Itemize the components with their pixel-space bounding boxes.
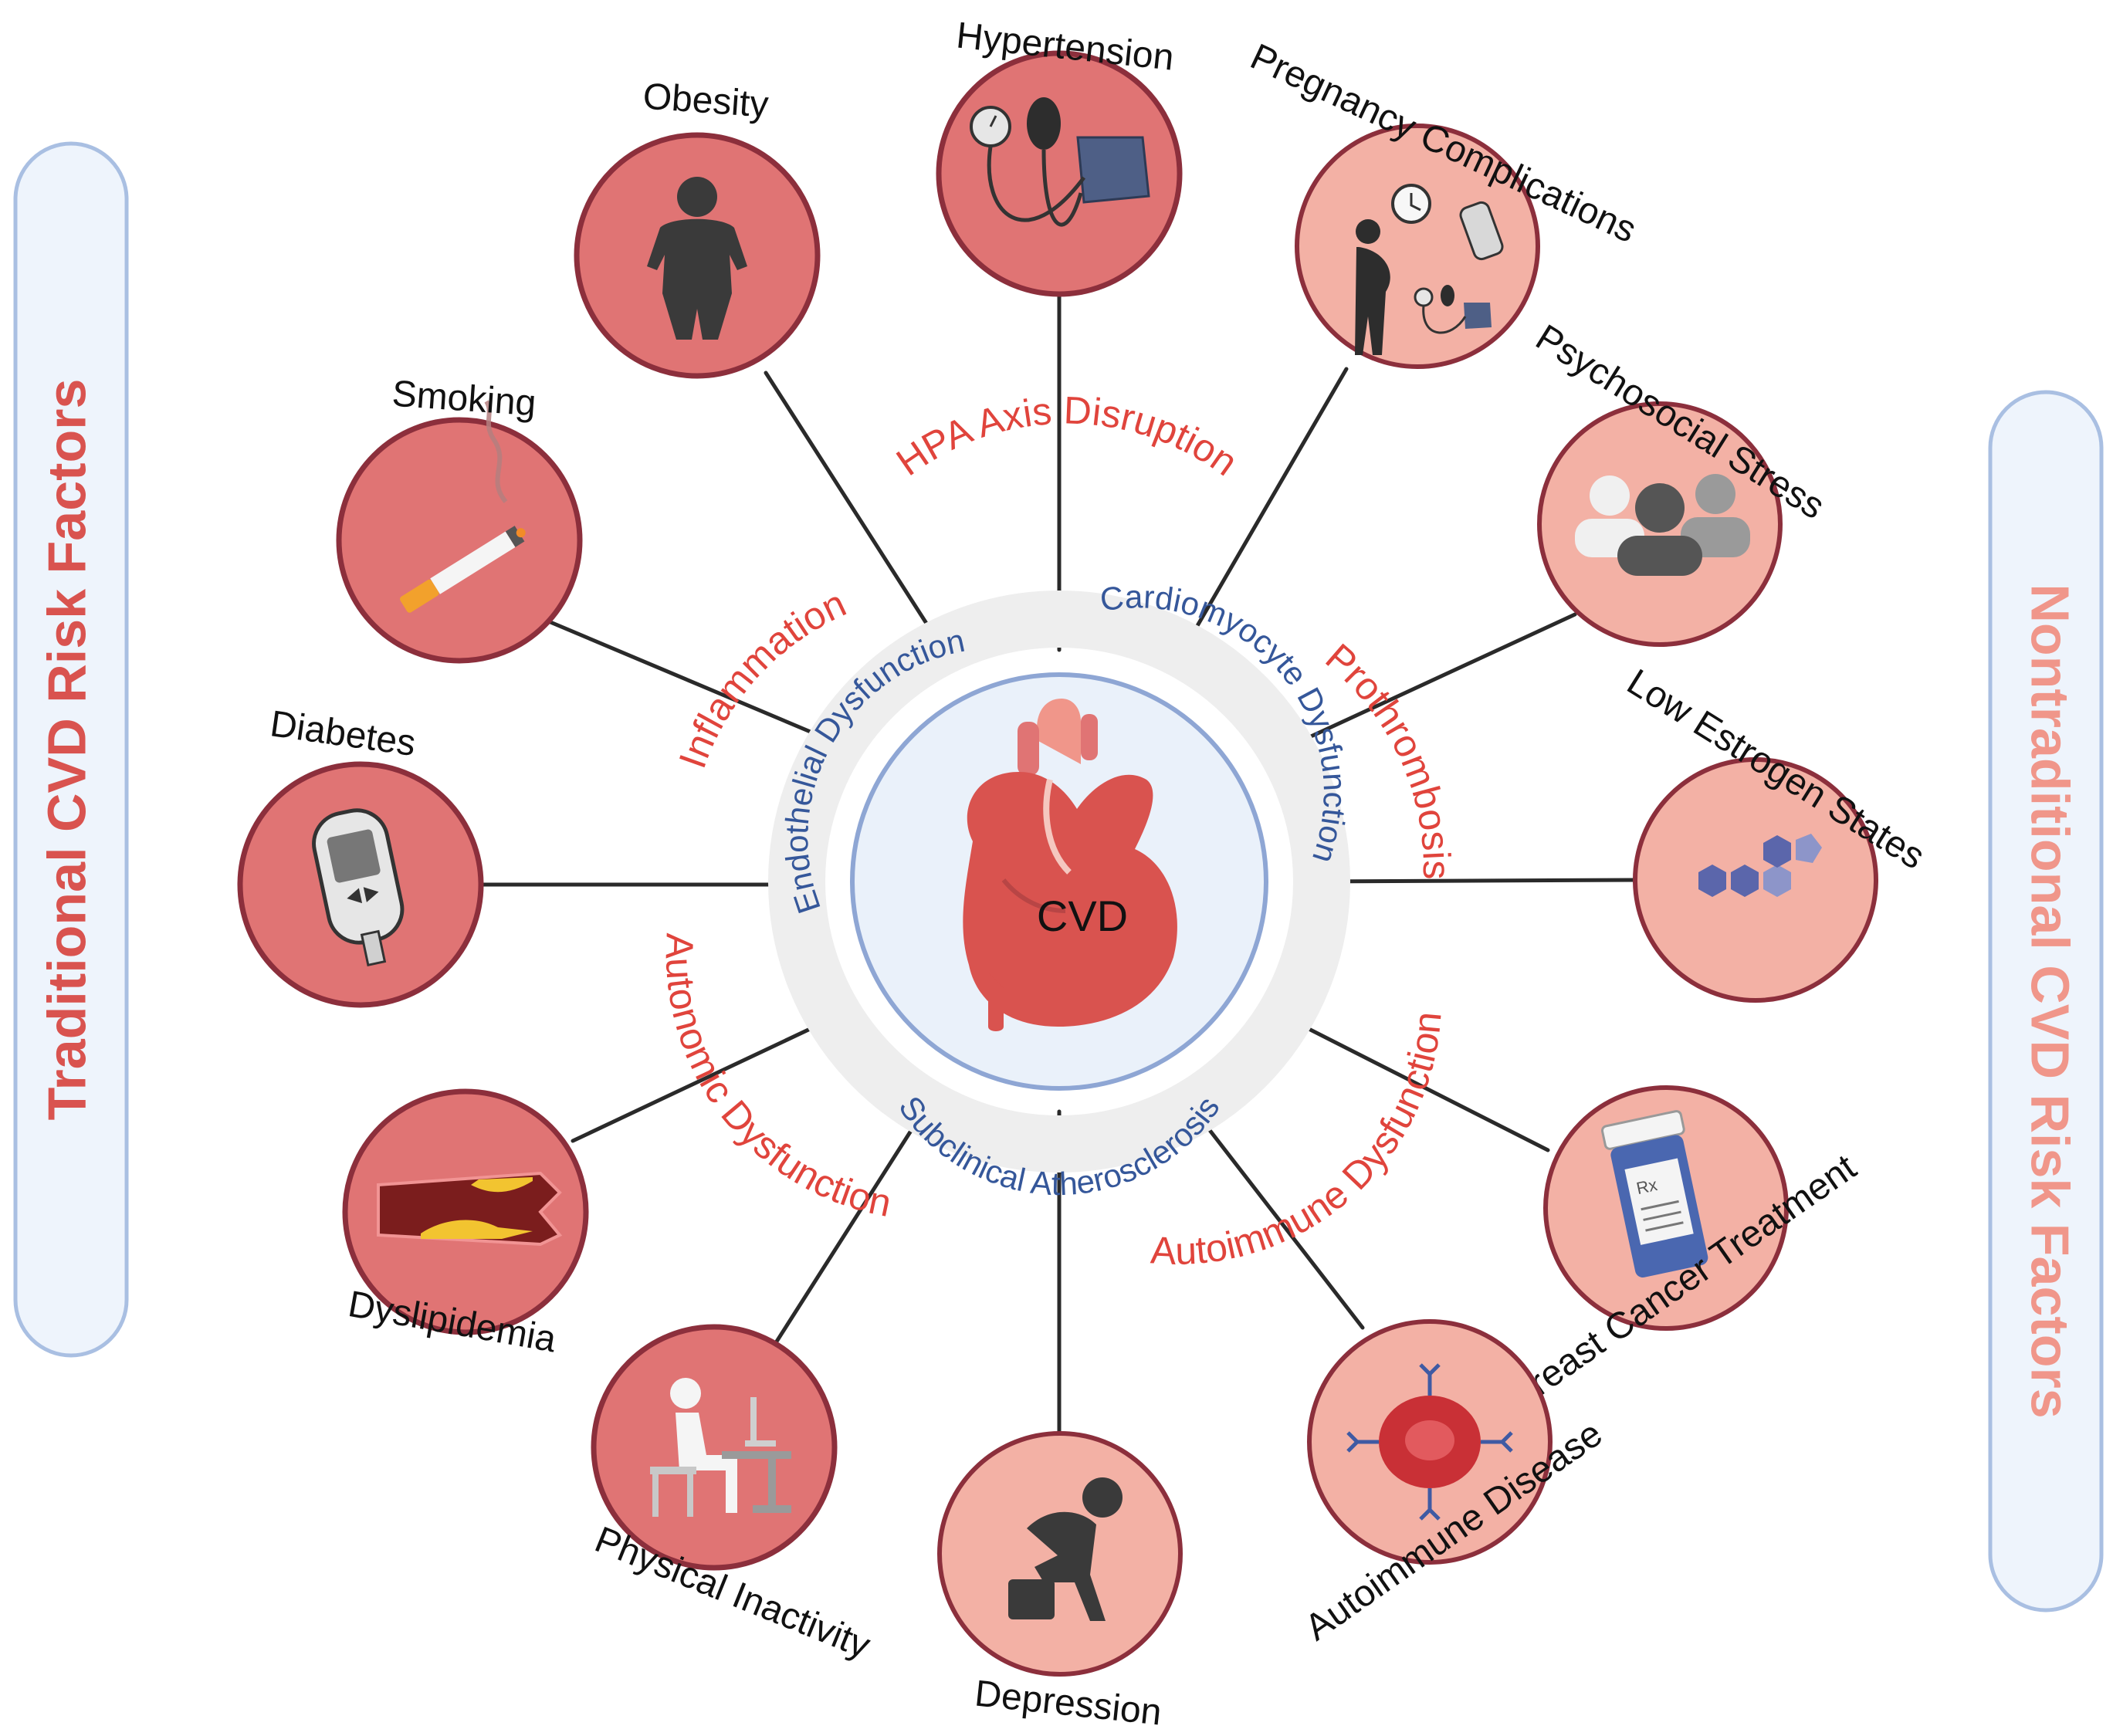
label-depression: Depression xyxy=(973,1673,1163,1734)
line-inactivity xyxy=(767,1086,940,1355)
glucose-meter-icon-large xyxy=(312,808,405,967)
outer-mechanism-hpa: HPA Axis Disruption xyxy=(889,388,1245,484)
line-breast xyxy=(1272,1009,1550,1152)
nontraditional-panel-title: Nontraditional CVD Risk Factors xyxy=(2020,584,2081,1418)
node-breast-cancer: Rx Breast Cancer Treatment xyxy=(1501,1085,1864,1418)
line-dyslipidemia xyxy=(571,1009,850,1143)
nontraditional-panel: Nontraditional CVD Risk Factors xyxy=(1988,390,2104,1612)
pill-bottle-icon: Rx xyxy=(1600,1110,1708,1277)
node-circle-smoking xyxy=(336,417,583,664)
pregnant-person-icon xyxy=(1355,219,1390,355)
node-hypertension: Hypertension xyxy=(936,15,1183,297)
line-obesity xyxy=(764,371,935,635)
sad-person-icon xyxy=(1008,1477,1123,1621)
artery-plaque-icon xyxy=(377,1171,563,1247)
node-pregnancy: Pregnancy Complications xyxy=(1244,36,1642,369)
person-at-desk-icon xyxy=(650,1378,791,1517)
label-obesity: Obesity xyxy=(642,76,770,125)
clock-icon xyxy=(1391,184,1431,224)
cigarette-icon xyxy=(400,400,526,613)
molecule-icon xyxy=(1698,834,1822,897)
svg-text:Rx: Rx xyxy=(1634,1175,1659,1198)
mechanism-ring xyxy=(768,591,1350,1173)
label-diabetes: Diabetes xyxy=(268,703,418,764)
nontraditional-panel-box xyxy=(1988,390,2104,1612)
node-obesity: Obesity xyxy=(574,76,821,379)
line-pregnancy xyxy=(1185,367,1349,645)
heart-icon xyxy=(963,699,1177,1031)
blood-cell-antibody-icon xyxy=(1346,1363,1513,1521)
label-smoking: Smoking xyxy=(391,374,537,425)
center-label: CVD xyxy=(1037,892,1128,940)
node-inactivity: Physical Inactivity xyxy=(589,1324,875,1667)
node-smoking: Smoking xyxy=(336,374,583,664)
node-estrogen: Low Estrogen States xyxy=(1620,662,1932,1003)
traditional-panel-box xyxy=(13,141,129,1358)
line-stress xyxy=(1287,612,1577,749)
node-stress: Psychosocial Stress xyxy=(1529,317,1831,647)
node-depression: Depression xyxy=(937,1431,1183,1734)
node-diabetes: Diabetes xyxy=(237,703,484,1008)
blood-pressure-cuff-icon xyxy=(970,97,1150,227)
obese-person-icon xyxy=(647,177,747,340)
line-estrogen xyxy=(1308,878,1637,884)
traditional-panel-title: Traditional CVD Risk Factors xyxy=(36,379,97,1121)
blood-pressure-cuff-icon-small xyxy=(1414,285,1492,334)
node-dyslipidemia: Dyslipidemia xyxy=(342,1088,589,1361)
line-smoking xyxy=(548,620,844,747)
people-group-icon xyxy=(1575,474,1750,576)
traditional-panel: Traditional CVD Risk Factors xyxy=(13,141,129,1358)
glucose-meter-icon xyxy=(1459,201,1504,261)
